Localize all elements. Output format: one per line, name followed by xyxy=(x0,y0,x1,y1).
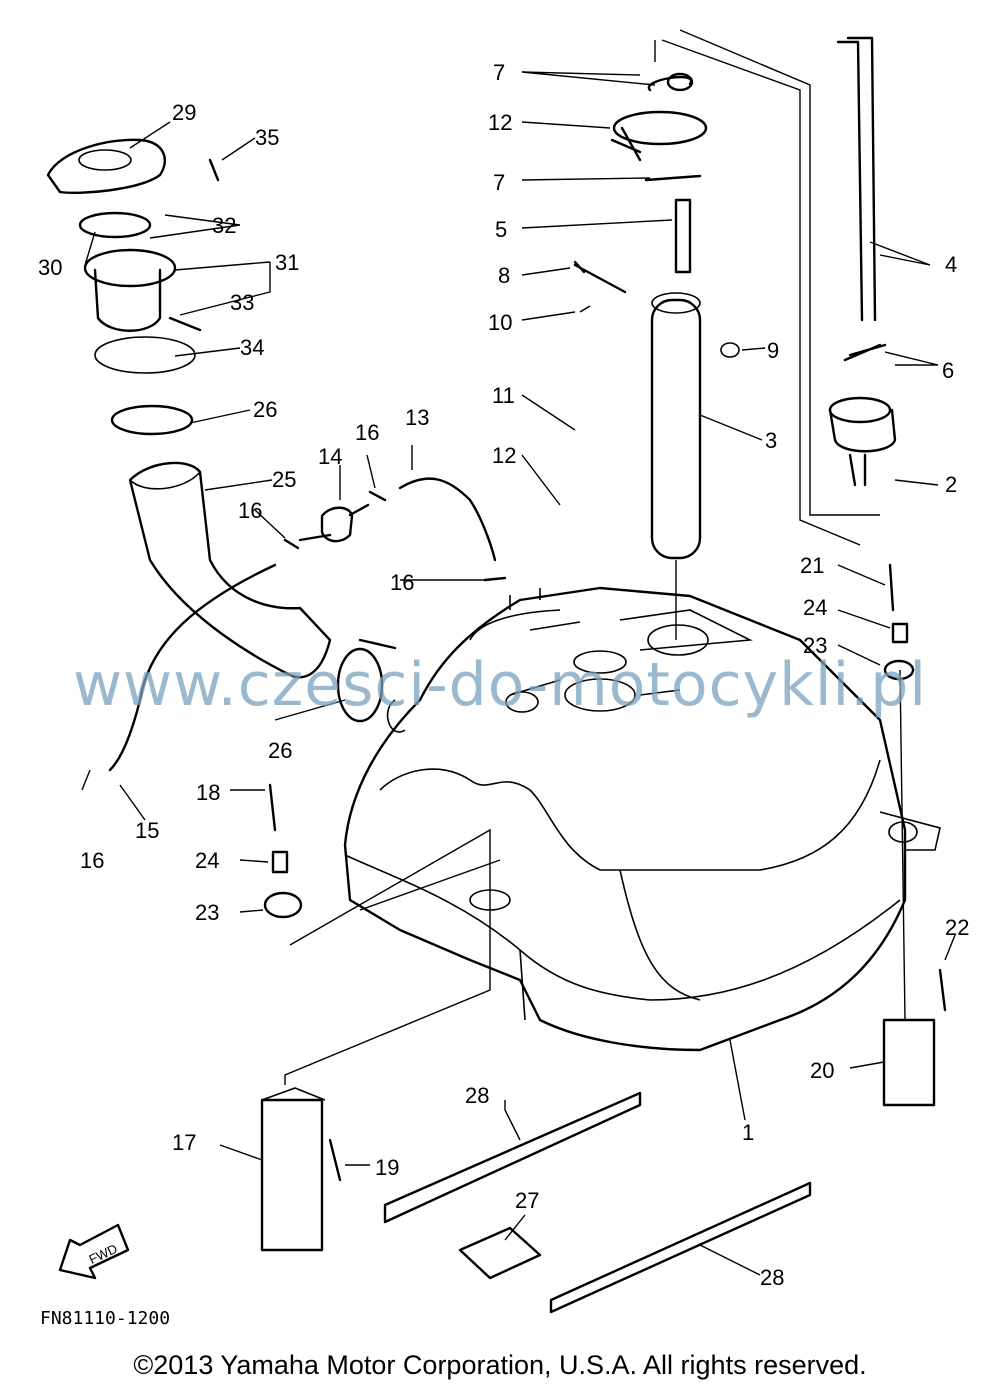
forward-arrow-icon: FWD xyxy=(58,1223,130,1280)
leader-lines xyxy=(81,71,956,1276)
callout-22: 22 xyxy=(945,915,969,940)
callout-16-d: 16 xyxy=(80,848,104,873)
callout-25: 25 xyxy=(272,467,296,492)
callout-19: 19 xyxy=(375,1155,399,1180)
callout-35: 35 xyxy=(255,125,279,150)
callout-34: 34 xyxy=(240,335,264,360)
callout-23-right: 23 xyxy=(803,633,827,658)
callout-24-left: 24 xyxy=(195,848,219,873)
callout-1: 1 xyxy=(742,1120,754,1145)
callout-8: 8 xyxy=(498,263,510,288)
callout-26-top: 26 xyxy=(253,397,277,422)
callout-7-bottom: 7 xyxy=(493,170,505,195)
fuel-filter xyxy=(828,36,897,487)
callout-33: 33 xyxy=(230,290,254,315)
filler-cap-assembly xyxy=(46,138,220,436)
callout-30: 30 xyxy=(38,255,62,280)
callout-16-a: 16 xyxy=(355,420,379,445)
callout-4: 4 xyxy=(945,252,957,277)
copyright-notice: ©2013 Yamaha Motor Corporation, U.S.A. A… xyxy=(133,1350,867,1380)
callout-labels: 1 2 3 4 5 6 7 7 8 9 10 11 12 12 13 14 15… xyxy=(38,60,969,1290)
callout-5: 5 xyxy=(495,217,507,242)
mounting-hardware xyxy=(260,563,947,1252)
diagram-code: FN81110-1200 xyxy=(40,1308,171,1329)
callout-28-top: 28 xyxy=(465,1083,489,1108)
callout-26-bottom: 26 xyxy=(268,738,292,763)
filler-hose xyxy=(108,461,397,772)
callout-16-c: 16 xyxy=(390,570,414,595)
callout-24-right: 24 xyxy=(803,595,827,620)
callout-2: 2 xyxy=(945,472,957,497)
callout-18: 18 xyxy=(196,780,220,805)
callout-17: 17 xyxy=(172,1130,196,1155)
callout-3: 3 xyxy=(765,428,777,453)
fuel-sender-unit xyxy=(573,29,880,640)
callout-28-bottom: 28 xyxy=(760,1265,784,1290)
callout-23-left: 23 xyxy=(195,900,219,925)
callout-12-top: 12 xyxy=(488,110,512,135)
callout-7-top: 7 xyxy=(493,60,505,85)
callout-15: 15 xyxy=(135,818,159,843)
callout-14: 14 xyxy=(318,444,342,469)
fuel-tank xyxy=(343,586,941,1052)
callout-13: 13 xyxy=(405,405,429,430)
callout-31: 31 xyxy=(275,250,299,275)
breather-line xyxy=(283,477,507,582)
callout-11: 11 xyxy=(492,383,515,408)
callout-20: 20 xyxy=(810,1058,834,1083)
callout-6: 6 xyxy=(942,358,954,383)
callout-27: 27 xyxy=(515,1188,539,1213)
callout-12-mid: 12 xyxy=(492,443,516,468)
callout-29: 29 xyxy=(172,100,196,125)
callout-21: 21 xyxy=(800,553,824,578)
callout-32: 32 xyxy=(212,213,236,238)
callout-10: 10 xyxy=(488,310,512,335)
tank-pads xyxy=(383,1091,812,1314)
callout-16-b: 16 xyxy=(238,498,262,523)
callout-9: 9 xyxy=(767,338,779,363)
